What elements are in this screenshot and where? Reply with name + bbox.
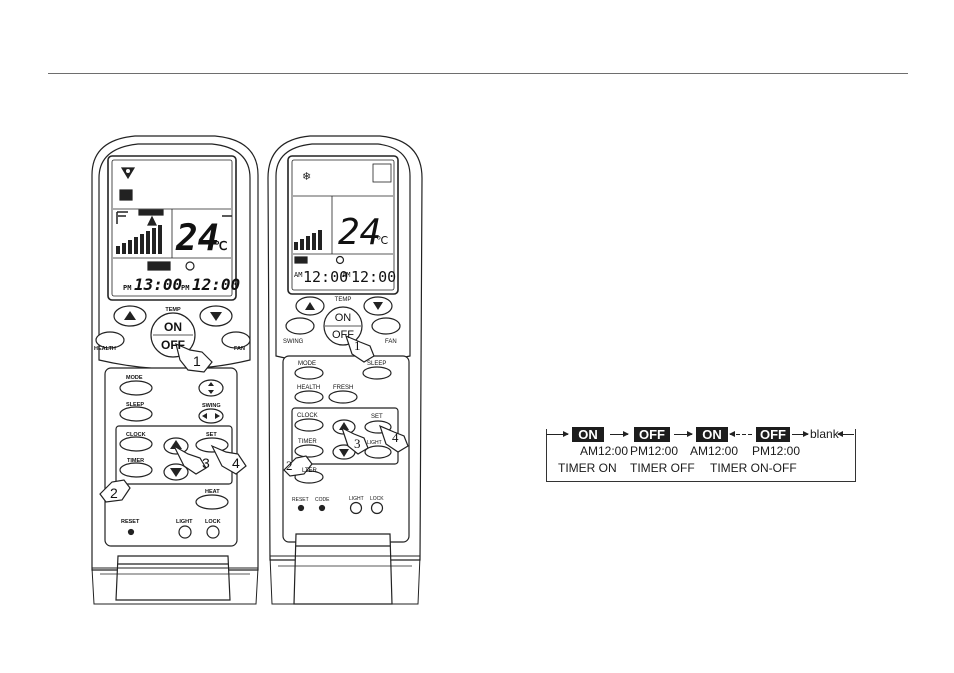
left-timer-label: TIMER bbox=[127, 458, 144, 464]
right-clock-label: CLOCK bbox=[297, 413, 318, 419]
right-remote: ❄ bbox=[267, 135, 423, 605]
left-remote bbox=[91, 135, 259, 605]
pointing-hand-icons bbox=[99, 334, 409, 503]
left-lock-label: LOCK bbox=[205, 519, 221, 525]
left-step-1: 1 bbox=[193, 353, 201, 369]
left-step-4: 4 bbox=[232, 455, 240, 471]
right-fan-label: FAN bbox=[385, 339, 397, 345]
right-on-label: ON bbox=[335, 312, 352, 324]
left-clock-ampm-2: PM bbox=[181, 284, 189, 292]
arrow-off-to-on bbox=[674, 431, 693, 437]
right-up-arrow-icon bbox=[305, 302, 315, 310]
arrow-into-on bbox=[546, 431, 569, 437]
right-health-label: HEALTH bbox=[297, 385, 320, 391]
left-up-arrow-icon bbox=[124, 311, 136, 320]
right-temp-readout: 24 bbox=[338, 212, 381, 253]
right-step-2: 2 bbox=[286, 458, 293, 473]
moon-icon bbox=[119, 189, 133, 201]
left-temp-unit: ℃ bbox=[214, 239, 227, 253]
arrow-off-to-blank bbox=[792, 431, 809, 437]
right-filter-label: LTER bbox=[302, 468, 318, 474]
right-light-label: LIGHT bbox=[349, 496, 364, 502]
stage-time-2: PM12:00 bbox=[630, 444, 679, 458]
hand-step-2-right-icon bbox=[283, 455, 313, 477]
right-clock-time-2: 12:00 bbox=[351, 268, 396, 286]
stage-caption-2: TIMER OFF bbox=[630, 461, 695, 475]
right-reset-label: RESET bbox=[292, 497, 309, 503]
stage-time-1: AM12:00 bbox=[580, 444, 629, 458]
timer-sequence-diagram: ON OFF ON OFF blank AM12:00 PM12:00 AM12… bbox=[540, 420, 870, 490]
stage-badge-4: OFF bbox=[756, 427, 790, 442]
right-down-arrow-icon bbox=[373, 302, 383, 310]
left-health-label: HEALTH bbox=[94, 346, 116, 352]
hand-step-2-left-icon bbox=[99, 479, 131, 503]
stage-time-3: AM12:00 bbox=[690, 444, 739, 458]
right-step-3: 3 bbox=[354, 436, 361, 451]
hand-step-4-left-icon bbox=[210, 444, 247, 475]
left-step-2: 2 bbox=[110, 485, 118, 501]
right-lock-label: LOCK bbox=[370, 496, 384, 502]
left-clock-ampm-1: PM bbox=[123, 284, 131, 292]
hand-step-4-right-icon bbox=[379, 424, 409, 453]
right-temp-label: TEMP bbox=[335, 297, 352, 303]
right-clock-time-1: 12:00 bbox=[303, 268, 348, 286]
left-reset-label: RESET bbox=[121, 519, 140, 525]
left-clock-time-2: 12:00 bbox=[192, 275, 240, 294]
right-mode-label: MODE bbox=[298, 361, 316, 367]
hand-step-1-left-icon bbox=[175, 342, 213, 373]
left-fan-label: FAN bbox=[234, 346, 245, 352]
right-sleep-label: SLEEP bbox=[367, 361, 386, 367]
arrow-off-to-on-back bbox=[729, 431, 752, 437]
left-down-arrow-icon bbox=[210, 312, 222, 321]
left-mode-label: MODE bbox=[126, 375, 143, 381]
hand-step-1-right-icon bbox=[345, 334, 375, 363]
left-temp-readout: 24 bbox=[175, 218, 219, 259]
right-timer-label: TIMER bbox=[298, 439, 317, 445]
left-heat-label: HEAT bbox=[205, 489, 220, 495]
left-on-label: ON bbox=[164, 320, 182, 334]
left-clock-label: CLOCK bbox=[126, 432, 146, 438]
left-swing-label: SWING bbox=[202, 403, 221, 409]
hand-step-3-right-icon bbox=[340, 426, 369, 455]
right-clock-ampm-2: AM bbox=[342, 271, 350, 279]
snowflake-icon: ❄ bbox=[302, 170, 311, 183]
stage-caption-3: TIMER ON-OFF bbox=[710, 461, 797, 475]
hand-step-3-left-icon bbox=[172, 444, 207, 475]
stage-time-4: PM12:00 bbox=[752, 444, 801, 458]
right-off-label: OFF bbox=[332, 329, 354, 341]
left-off-label: OFF bbox=[161, 338, 185, 352]
sequence-loop-frame bbox=[546, 429, 856, 482]
left-step-3: 3 bbox=[202, 455, 210, 471]
right-step-1: 1 bbox=[354, 338, 361, 353]
right-light-partial-label: LIGHT bbox=[367, 440, 382, 446]
stage-caption-1: TIMER ON bbox=[558, 461, 617, 475]
left-light-label: LIGHT bbox=[176, 519, 193, 525]
right-temp-unit: ℃ bbox=[376, 234, 388, 247]
top-divider-line bbox=[48, 73, 908, 74]
right-swing-label: SWING bbox=[283, 339, 304, 345]
right-code-label: CODE bbox=[315, 497, 330, 503]
stage-badge-3: ON bbox=[696, 427, 728, 442]
left-clock-time-1: 13:00 bbox=[134, 275, 182, 294]
right-fresh-label: FRESH bbox=[333, 385, 353, 391]
left-set-label: SET bbox=[206, 432, 217, 438]
left-sleep-label: SLEEP bbox=[126, 402, 144, 408]
arrow-return-to-blank bbox=[837, 431, 854, 437]
stage-badge-2: OFF bbox=[634, 427, 670, 442]
left-temp-label: TEMP bbox=[165, 307, 181, 313]
stage-badge-1: ON bbox=[572, 427, 604, 442]
right-set-label: SET bbox=[371, 414, 383, 420]
right-step-4: 4 bbox=[392, 430, 399, 445]
arrow-on-to-off bbox=[610, 431, 629, 437]
right-clock-ampm-1: AM bbox=[294, 271, 302, 279]
blank-label: blank bbox=[810, 427, 839, 441]
